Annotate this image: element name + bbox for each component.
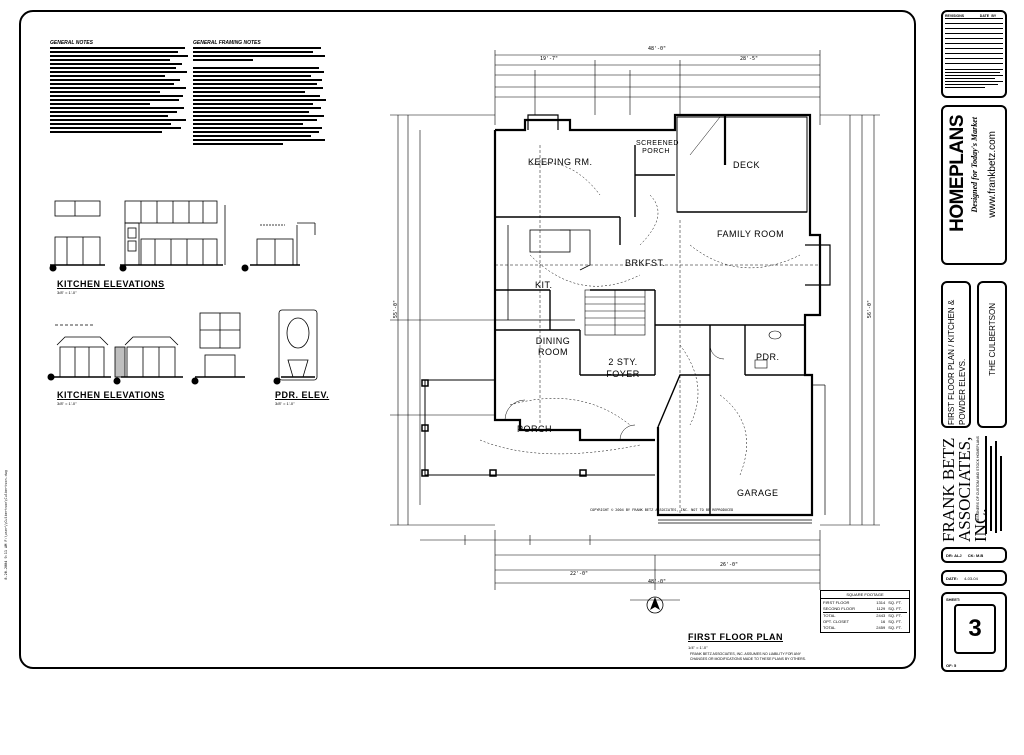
- dim-top-right: 28'-5": [740, 56, 759, 62]
- room-foyer: 2 STY. FOYER: [606, 357, 640, 379]
- room-family: FAMILY ROOM: [717, 229, 785, 239]
- date-block: DATE: 4-03-04: [941, 570, 1007, 586]
- plan-title: FIRST FLOOR PLAN: [688, 632, 783, 642]
- room-deck: DECK: [733, 160, 761, 170]
- dim-bottom-left: 22'-0": [570, 571, 589, 577]
- square-footage-label: FIRST FLOOR: [823, 600, 850, 605]
- revisions-block: REVISIONS DATE BY: [941, 10, 1007, 98]
- room-keeping: KEEPING RM.: [528, 157, 593, 167]
- sheet-label: SHEET:: [946, 597, 961, 602]
- kitchen-elevations-scale-2: 3/8" = 1'-0": [57, 401, 77, 406]
- website-link: www.frankbetz.com: [987, 131, 998, 218]
- firm-address: [985, 436, 1005, 536]
- pdr-elevation-title: PDR. ELEV.: [275, 390, 330, 400]
- firm-name: FRANK BETZ ASSOCIATES, INC.: [939, 436, 990, 542]
- drawn-by: DR: ALJ: [946, 553, 962, 558]
- square-footage-unit: SQ. FT.: [888, 619, 902, 624]
- plan-name-block: THE CULBERTSON: [977, 281, 1007, 428]
- revisions-by-header: BY: [991, 14, 997, 18]
- general-notes-title: GENERAL NOTES: [50, 40, 93, 46]
- framing-notes-title: GENERAL FRAMING NOTES: [193, 40, 261, 46]
- sheet-number-block: SHEET: 3 OF: 5: [941, 592, 1007, 672]
- first-floor-plan-drawing: [390, 50, 880, 614]
- square-footage-label: OPT. CLOSET: [823, 619, 850, 624]
- dim-overall-width-top: 48'-0": [648, 46, 667, 52]
- framing-notes-text: [193, 47, 328, 147]
- room-porch: PORCH: [517, 424, 553, 434]
- homeplans-logo-block: HOMEPLANS Designed for Today's Market ww…: [941, 105, 1007, 265]
- kitchen-elevations-row2-drawing: [47, 309, 318, 385]
- square-footage-unit: SQ. FT.: [888, 613, 902, 618]
- checked-by: CK: M.B: [967, 553, 984, 558]
- homeplans-logo: HOMEPLANS: [947, 115, 968, 232]
- kitchen-elevations-title-1: KITCHEN ELEVATIONS: [57, 279, 165, 289]
- room-kit: KIT.: [535, 280, 553, 290]
- homeplans-tagline: Designed for Today's Market: [970, 117, 979, 213]
- square-footage-unit: SQ. FT.: [888, 606, 902, 611]
- liability-disclaimer: FRANK BETZ ASSOCIATES, INC. ASSUMES NO L…: [690, 652, 806, 661]
- dim-right-overall: 56'-0": [867, 300, 873, 319]
- revisions-date-header: DATE: [979, 14, 990, 18]
- room-brkfst: BRKFST.: [625, 258, 666, 268]
- sheet-number: 3: [954, 604, 996, 654]
- square-footage-value: 2443: [876, 613, 886, 618]
- square-footage-label: TOTAL: [823, 613, 836, 618]
- firm-block: FRANK BETZ ASSOCIATES, INC. DESIGNERS OF…: [939, 432, 1007, 544]
- drawing-sheet-border: [19, 10, 916, 669]
- sheet-of: OF: 5: [946, 663, 957, 668]
- file-path-note: 8-20-2004 9:11 AM F:\user\\Culbertson\Cu…: [4, 470, 8, 580]
- firm-subtitle: DESIGNERS OF CUSTOM AND STOCK HOMEPLANS: [976, 436, 980, 523]
- sheet-title: FIRST FLOOR PLAN / KITCHEN & POWDER ELEV…: [947, 299, 967, 425]
- room-screened-porch: SCREENED PORCH: [636, 140, 679, 155]
- room-pdr: PDR.: [756, 352, 780, 362]
- drawn-checked-block: DR: ALJ CK: M.B: [941, 547, 1007, 563]
- plan-copyright: COPYRIGHT © 2004 BY FRANK BETZ ASSOCIATE…: [590, 508, 734, 512]
- kitchen-elevations-title-2: KITCHEN ELEVATIONS: [57, 390, 165, 400]
- general-notes-text: [50, 47, 190, 135]
- square-footage-unit: SQ. FT.: [888, 600, 902, 605]
- kitchen-elevations-row1-drawing: [49, 200, 316, 272]
- square-footage-label: SECOND FLOOR: [823, 606, 856, 611]
- square-footage-label: TOTAL: [823, 625, 836, 630]
- square-footage-value: 1129: [876, 606, 886, 611]
- dim-bottom-right: 26'-0": [720, 562, 739, 568]
- kitchen-elevations-scale-1: 3/8" = 1'-0": [57, 290, 77, 295]
- plan-scale: 1/4" = 1'-0": [688, 645, 708, 650]
- room-dining: DINING ROOM: [535, 336, 571, 357]
- pdr-elevation-scale: 3/8" = 1'-0": [275, 401, 295, 406]
- dim-overall-width-bottom: 48'-0": [648, 579, 667, 585]
- square-footage-value: 2459: [876, 625, 886, 630]
- square-footage-value: 1314: [876, 600, 886, 605]
- date-value: 4-03-04: [964, 576, 978, 581]
- dim-left-overall: 55'-0": [393, 300, 399, 319]
- revisions-header: REVISIONS: [945, 14, 965, 18]
- date-label: DATE:: [946, 576, 958, 581]
- square-footage-unit: SQ. FT.: [888, 625, 902, 630]
- square-footage-title: SQUARE FOOTAGE: [821, 591, 909, 599]
- room-garage: GARAGE: [737, 488, 779, 498]
- square-footage-value: 16: [880, 619, 886, 624]
- dim-top-left: 19'-7": [540, 56, 559, 62]
- sheet-title-block: FIRST FLOOR PLAN / KITCHEN & POWDER ELEV…: [941, 281, 971, 428]
- plan-name: THE CULBERTSON: [988, 303, 997, 376]
